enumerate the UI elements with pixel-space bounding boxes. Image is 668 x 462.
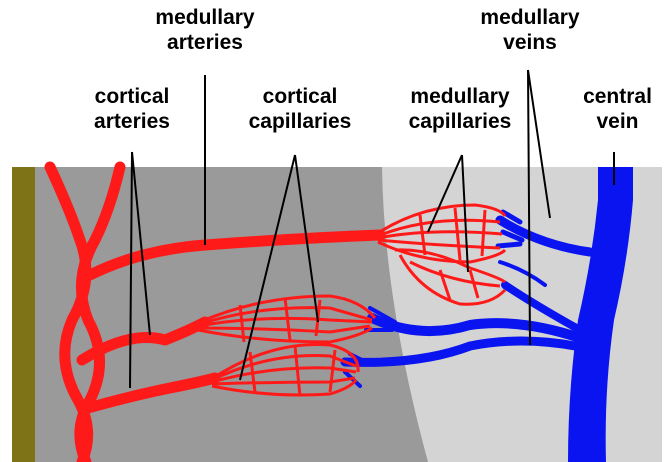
capsule-strip (12, 167, 35, 462)
label-medullary-capillaries: medullary capillaries (385, 84, 535, 134)
label-central-vein: central vein (570, 84, 665, 134)
label-medullary-veins: medullary veins (455, 5, 605, 55)
label-cortical-arteries: cortical arteries (62, 84, 202, 134)
label-medullary-arteries: medullary arteries (125, 5, 285, 55)
label-cortical-capillaries: cortical capillaries (225, 84, 375, 134)
